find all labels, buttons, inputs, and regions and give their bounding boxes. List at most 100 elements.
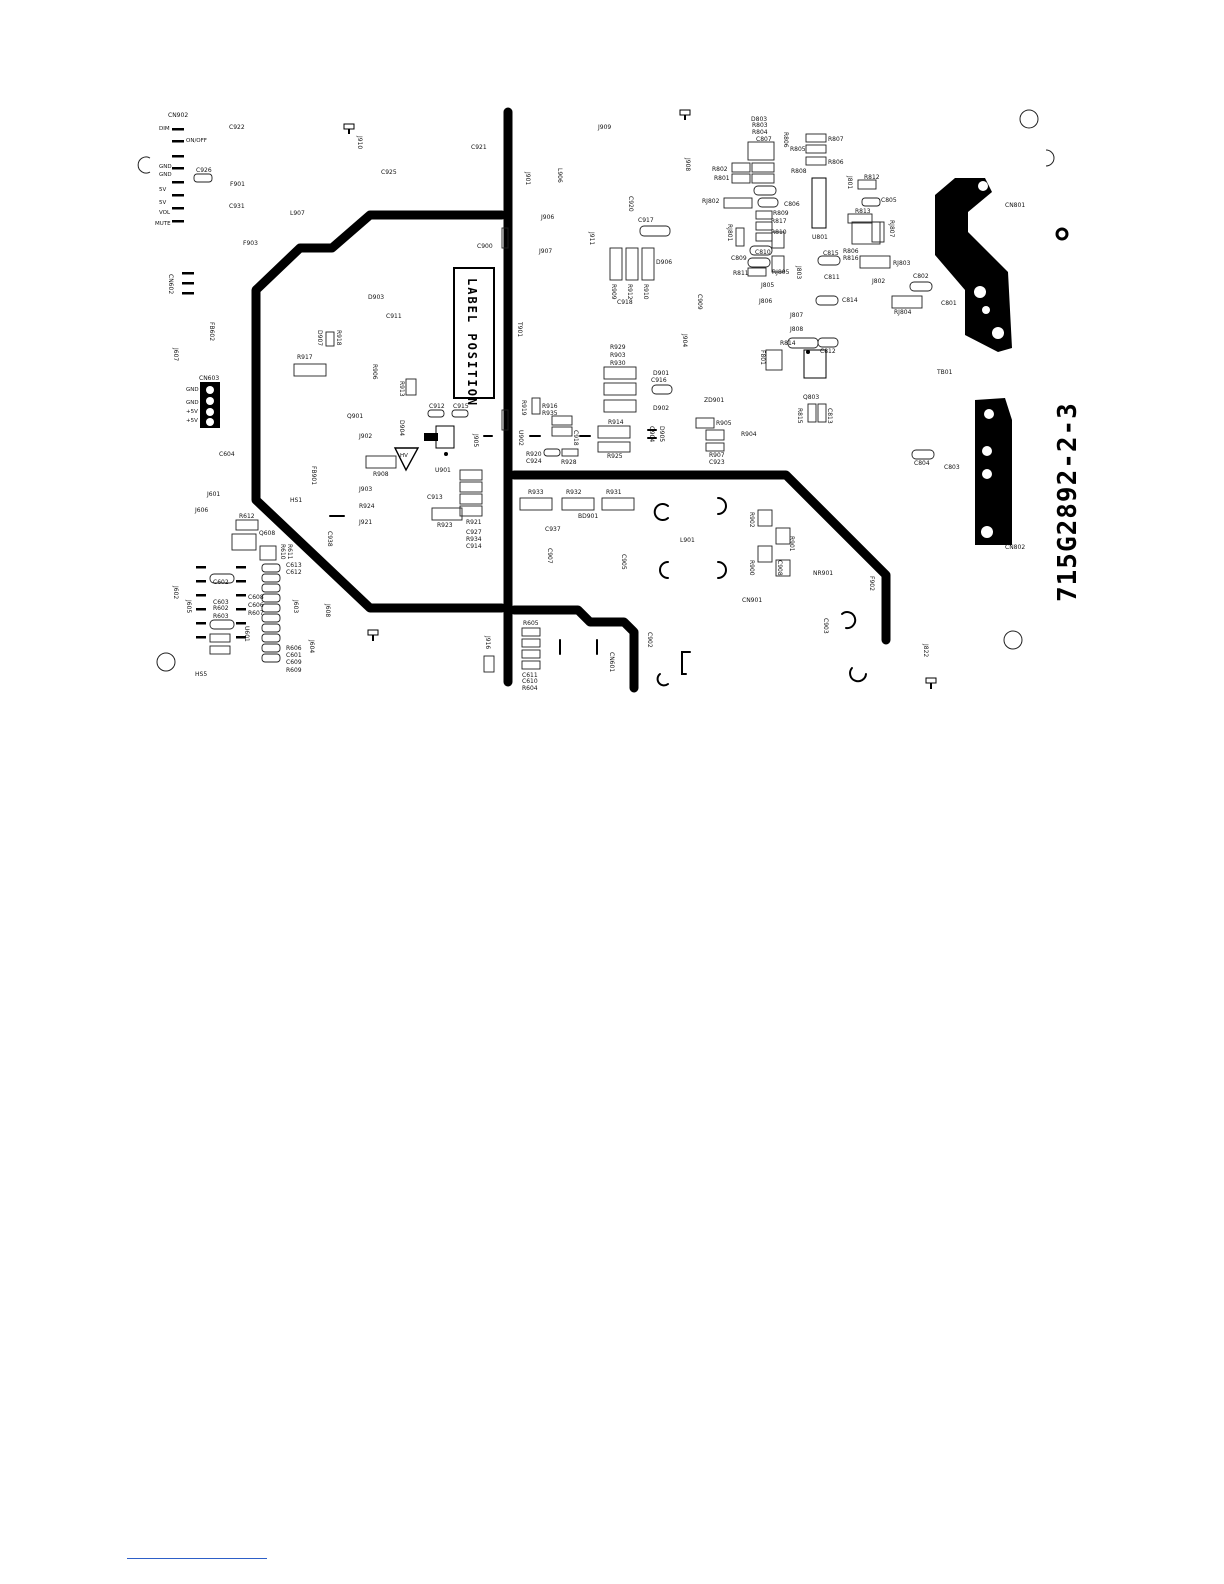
ref-c814: C814: [842, 297, 858, 304]
ref-c802: C802: [913, 273, 929, 280]
pcb-shape: [172, 140, 184, 143]
ref-r611: R611: [286, 544, 293, 560]
ref-r814: R814: [780, 340, 796, 347]
pcb-shape: [651, 384, 673, 395]
ref-c920: C920: [627, 196, 634, 212]
pcb-shape: [196, 566, 206, 569]
pcb-shape: [751, 173, 775, 184]
pcb-shape: [182, 272, 194, 275]
ref-q608: Q608: [259, 530, 275, 537]
pcb-shape: [261, 603, 281, 613]
ref-j908: J908: [684, 157, 691, 171]
ref-c612: C612: [286, 569, 302, 576]
ref-j602: J602: [172, 585, 179, 599]
ref-j904: J904: [681, 333, 688, 347]
pcb-shape: [803, 349, 827, 379]
ref-c801: C801: [941, 300, 957, 307]
ref-c813: C813: [826, 408, 833, 424]
ref-r603: R603: [213, 613, 229, 620]
ref-j911: J911: [588, 231, 595, 245]
cn801-hole: [974, 286, 986, 298]
footer-rule: [127, 1558, 267, 1559]
ref-r925: R925: [607, 453, 623, 460]
ref-r816: R816: [843, 255, 859, 262]
ref-r806: R806: [782, 132, 789, 148]
pcb-shape: [771, 231, 785, 249]
ref-c921: C921: [471, 144, 487, 151]
pcb-shape: [424, 433, 438, 441]
pcb-shape: [521, 638, 541, 648]
ref-c913: C913: [427, 494, 443, 501]
pcb-shape: [847, 213, 873, 224]
ref-c609: C609: [286, 659, 302, 666]
ref-c924: C924: [526, 458, 542, 465]
ref-c909: C909: [696, 294, 703, 310]
ref-c918b: C918: [572, 430, 579, 446]
screw-icons: [343, 109, 937, 689]
ref-r804: R804: [752, 129, 768, 136]
ref-r912: R912: [626, 284, 633, 300]
ref-r921: R921: [466, 519, 482, 526]
pcb-shape: [172, 128, 184, 131]
ref-q803: Q803: [803, 394, 819, 401]
ref-u901: U901: [435, 467, 451, 474]
pcb-shape: [609, 247, 623, 281]
ref-rj804: RJ804: [894, 309, 912, 316]
ref-c804: C804: [914, 460, 930, 467]
pcb-shape: [182, 292, 194, 295]
pcb-shape: [261, 633, 281, 643]
half-hole: [1045, 149, 1055, 167]
ref-c914: C914: [466, 543, 482, 550]
pcb-shape: [755, 210, 773, 220]
ref-r807: R807: [828, 136, 844, 143]
ref-zd901: ZD901: [704, 397, 724, 404]
ref-j805: J805: [760, 282, 774, 289]
ref-fb901: FB901: [310, 466, 317, 485]
ref-f903: F903: [243, 240, 258, 247]
cn802-hole: [984, 409, 994, 419]
pcb-shape: [757, 197, 779, 208]
label-position-text: LABEL POSITION: [465, 278, 479, 407]
ref-c610: C610: [522, 678, 538, 685]
ref-c604: C604: [219, 451, 235, 458]
pcb-shape: [405, 378, 417, 396]
pcb-shape: [731, 162, 751, 173]
pcb-shape: [182, 272, 194, 295]
mounting-holes: [137, 109, 1069, 672]
pcb-shape: [206, 386, 214, 394]
ref-c603: C603: [213, 599, 229, 606]
ref-j906: J906: [540, 214, 554, 221]
mounting-hole: [1019, 109, 1039, 129]
ref-r810: R810: [771, 229, 787, 236]
pcb-shape: [261, 563, 281, 573]
pcb-shape: [805, 144, 827, 154]
ref-d906: D906: [656, 259, 672, 266]
pcb-shape: [681, 651, 691, 675]
ref-rj801: RJ801: [726, 224, 733, 242]
ref-c918: C918: [617, 299, 633, 306]
ref-r917: R917: [297, 354, 313, 361]
ref-r905: R905: [716, 420, 732, 427]
pcb-shape: [172, 128, 184, 223]
ref-rj803: RJ803: [893, 260, 911, 267]
pcb-shape: [603, 366, 637, 380]
cn802-label: CN802: [1005, 544, 1025, 551]
cn801-copper: [935, 178, 1012, 352]
ref-d902: D902: [653, 405, 669, 412]
pcb-shape: [531, 397, 541, 415]
ref-d903: D903: [368, 294, 384, 301]
pcb-shape: [521, 649, 541, 659]
ref-r923: R923: [437, 522, 453, 529]
pcb-shape: [551, 415, 573, 426]
ref-l906: L906: [556, 168, 563, 183]
ref-r904: R904: [741, 431, 757, 438]
pcb-shape: [501, 409, 509, 431]
ref-c606: C606: [248, 602, 264, 609]
pcb-shape: [196, 622, 206, 625]
pcb-shape: [259, 545, 277, 561]
ref-j601: J601: [206, 491, 220, 498]
pcb-shape: [459, 505, 483, 517]
cn802-hole: [982, 469, 992, 479]
misc-marks: [329, 429, 867, 687]
ref-r913: R913: [398, 381, 405, 397]
